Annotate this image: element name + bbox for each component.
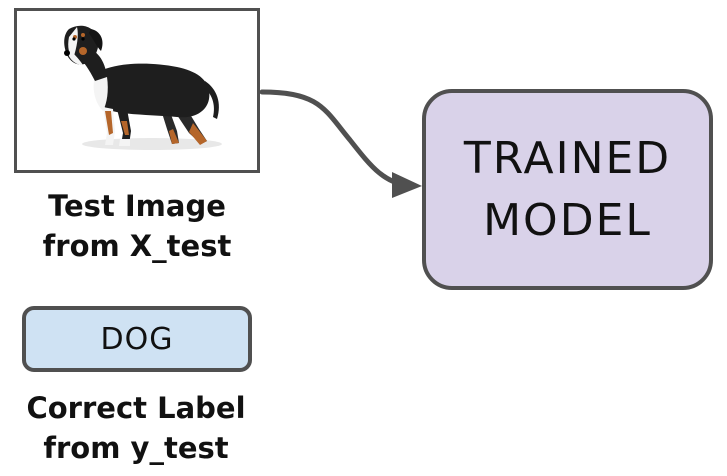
test-image-caption-line1: Test Image (48, 189, 226, 223)
correct-label-caption-line2: from y_test (43, 431, 229, 465)
trained-model-line1: TRAINED (463, 132, 672, 184)
correct-label-value: DOG (100, 321, 174, 357)
correct-label-caption-line1: Correct Label (26, 391, 246, 425)
arrowhead-icon (392, 172, 422, 198)
trained-model-box: TRAINED MODEL (422, 89, 713, 290)
correct-label-caption: Correct Label from y_test (0, 388, 272, 468)
test-image-frame (14, 8, 260, 173)
correct-label-box: DOG (22, 306, 252, 372)
test-image-caption: Test Image from X_test (14, 186, 260, 266)
trained-model-line2: MODEL (483, 194, 652, 246)
test-image-caption-line2: from X_test (42, 229, 232, 263)
dog-image (64, 25, 222, 150)
